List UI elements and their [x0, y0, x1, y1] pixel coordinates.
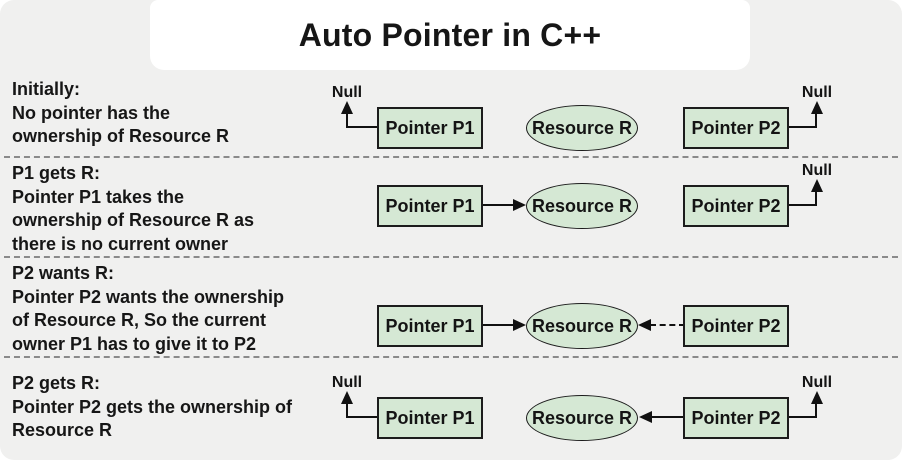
ownership-arrow-line [651, 416, 683, 418]
pointer-p2-node-row2: Pointer P2 [683, 185, 789, 227]
null-label-p2-row1: Null [801, 84, 833, 101]
row4-line: P2 gets R: [12, 373, 101, 393]
null-label-p2-row4: Null [801, 374, 833, 391]
row1-line: ownership of Resource R [12, 126, 230, 146]
row-separator [4, 156, 898, 158]
request-arrowhead-icon [638, 319, 651, 331]
ownership-arrowhead-icon [513, 199, 526, 211]
null-arrowhead-icon [341, 101, 353, 114]
row1-line: No pointer has the [12, 102, 171, 123]
request-arrow-dashed-line [650, 324, 685, 326]
null-arrow-line [346, 112, 348, 128]
node-label: Pointer P1 [385, 315, 475, 336]
row2-line: Pointer P1 takes the [12, 186, 185, 207]
null-arrow-line [346, 402, 348, 418]
node-label: Pointer P1 [385, 195, 475, 216]
row2-line: there is no current owner [12, 233, 229, 254]
ownership-arrowhead-icon [513, 319, 526, 331]
row2-line: P1 gets R: [12, 163, 101, 183]
pointer-p1-node-row2: Pointer P1 [377, 185, 483, 227]
null-arrow-line [346, 416, 377, 418]
null-arrowhead-icon [341, 391, 353, 404]
null-arrowhead-icon [811, 391, 823, 404]
resource-r-node-row1: Resource R [526, 105, 638, 151]
node-label: Pointer P2 [691, 407, 781, 428]
row1-description: Initially: No pointer has the ownership … [12, 78, 229, 149]
pointer-p2-node-row3: Pointer P2 [683, 305, 789, 347]
null-arrow-line [815, 190, 817, 206]
row3-line: Pointer P2 wants the ownership [12, 286, 285, 307]
pointer-p1-node-row3: Pointer P1 [377, 305, 483, 347]
null-arrow-line [789, 126, 817, 128]
row3-description: P2 wants R: Pointer P2 wants the ownersh… [12, 262, 284, 356]
resource-r-node-row4: Resource R [526, 395, 638, 441]
pointer-p2-node-row1: Pointer P2 [683, 107, 789, 149]
row4-line: Pointer P2 gets the ownership of [12, 396, 293, 417]
node-label: Pointer P1 [385, 407, 475, 428]
row3-line: of Resource R, So the current [12, 310, 267, 330]
null-label-p2-row2: Null [801, 162, 833, 179]
null-arrowhead-icon [811, 179, 823, 192]
row1-line: Initially: [12, 79, 81, 99]
node-label: Pointer P1 [385, 117, 475, 138]
row3-line: P2 wants R: [12, 263, 115, 283]
pointer-p1-node-row4: Pointer P1 [377, 397, 483, 439]
page-title: Auto Pointer in C++ [298, 16, 602, 53]
ownership-arrowhead-icon [639, 411, 652, 423]
null-arrow-line [789, 204, 817, 206]
pointer-p1-node-row1: Pointer P1 [377, 107, 483, 149]
null-label-p1-row1: Null [331, 84, 363, 101]
null-arrow-line [346, 126, 377, 128]
node-label: Resource R [531, 195, 633, 216]
node-label: Resource R [531, 407, 633, 428]
node-label: Pointer P2 [691, 117, 781, 138]
node-label: Pointer P2 [691, 315, 781, 336]
row2-description: P1 gets R: Pointer P1 takes the ownershi… [12, 162, 254, 256]
row3-line: owner P1 has to give it to P2 [12, 333, 257, 354]
node-label: Resource R [531, 117, 633, 138]
null-label-p1-row4: Null [331, 374, 363, 391]
row4-description: P2 gets R: Pointer P2 gets the ownership… [12, 372, 292, 443]
title-card: Auto Pointer in C++ [150, 0, 750, 70]
null-arrowhead-icon [811, 101, 823, 114]
row2-line: ownership of Resource R as [12, 210, 255, 230]
ownership-arrow-line [483, 204, 515, 206]
pointer-p2-node-row4: Pointer P2 [683, 397, 789, 439]
ownership-arrow-line [483, 324, 515, 326]
null-arrow-line [815, 402, 817, 418]
node-label: Resource R [531, 315, 633, 336]
row-separator [4, 356, 898, 358]
null-arrow-line [815, 112, 817, 128]
null-arrow-line [789, 416, 817, 418]
row4-line: Resource R [12, 420, 113, 440]
resource-r-node-row2: Resource R [526, 183, 638, 229]
resource-r-node-row3: Resource R [526, 303, 638, 349]
node-label: Pointer P2 [691, 195, 781, 216]
row-separator [4, 256, 898, 258]
